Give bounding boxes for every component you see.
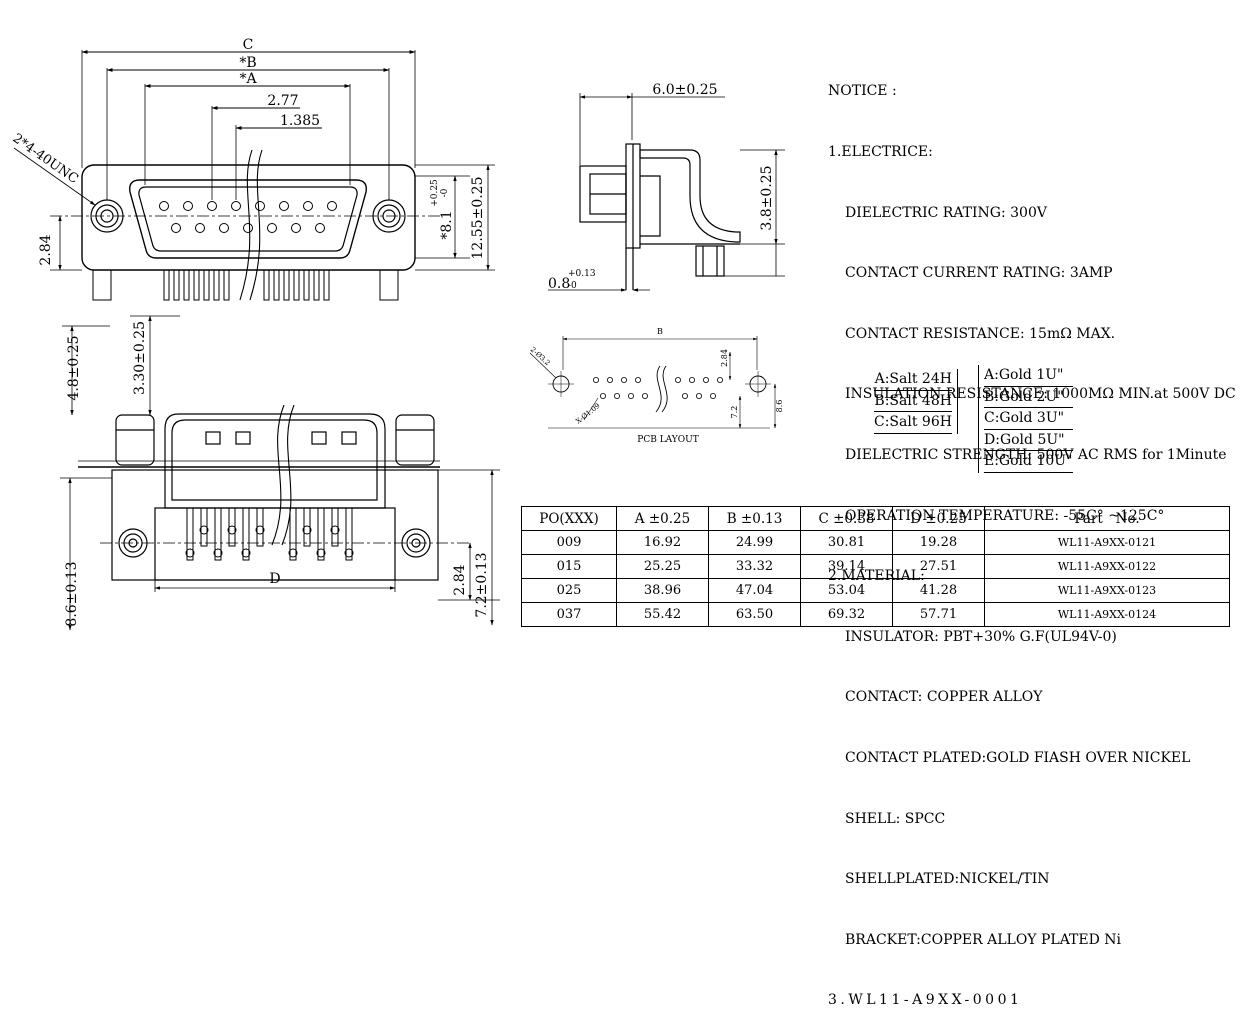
- dim-1-385-label: 1.385: [280, 113, 320, 129]
- notice-line: CONTACT: COPPER ALLOY: [845, 689, 1043, 706]
- table-cell: 39.14: [800, 554, 893, 579]
- gold-option: A:Gold 1U": [984, 365, 1073, 387]
- table-header: A ±0.25: [616, 506, 709, 531]
- thread-label: 2*4-40UNC: [10, 131, 81, 187]
- pcb-layout: [529, 336, 777, 429]
- table-cell: 19.28: [892, 530, 985, 555]
- table-cell: 63.50: [708, 602, 801, 627]
- notice-section-electric: 1.ELECTRICE:: [828, 144, 933, 160]
- dim-0-8-tol-dn: -0: [568, 281, 577, 291]
- notice-line: SHELL: SPCC: [845, 810, 946, 827]
- notice-line: CONTACT PLATED:GOLD FIASH OVER NICKEL: [845, 749, 1191, 766]
- gold-option: E:Gold 10U": [984, 451, 1073, 473]
- dim-2-77-label: 2.77: [267, 93, 298, 109]
- dim-0-8-label: 0.8: [548, 276, 570, 292]
- table-row: 025 38.96 47.04 53.04 41.28 WL11-A9XX-01…: [521, 578, 1230, 603]
- pcb-dim-7-2: 7.2: [730, 406, 739, 419]
- dim-3-8-label: 3.8±0.25: [759, 165, 775, 230]
- part-number-code: 3.WL11-A9XX-0001: [828, 992, 1023, 1009]
- table-cell: 25.25: [616, 554, 709, 579]
- table-cell: 009: [521, 530, 617, 555]
- pcb-hole-pin-label: X-Ø1.09: [574, 402, 601, 426]
- table-header: Part No.: [984, 506, 1230, 531]
- dim-b-label: *B: [239, 55, 256, 71]
- notice-line: INSULATOR: PBT+30% G.F(UL94V-0): [845, 628, 1117, 645]
- pcb-dim-b-label: B: [657, 327, 663, 336]
- dim-4-8-label: 4.8±0.25: [66, 335, 82, 400]
- notice-line: DIELECTRIC RATING: 300V: [845, 204, 1047, 221]
- table-row: 015 25.25 33.32 39.14 27.51 WL11-A9XX-01…: [521, 554, 1230, 579]
- salt-option: A:Salt 24H: [874, 369, 952, 391]
- table-cell: 41.28: [892, 578, 985, 603]
- table-header: D ±0.25: [892, 506, 985, 531]
- dim-6-0-label: 6.0±0.25: [652, 82, 717, 98]
- notice-line: CONTACT RESISTANCE: 15mΩ MAX.: [845, 325, 1116, 342]
- table-cell: 57.71: [892, 602, 985, 627]
- table-cell: 38.96: [616, 578, 709, 603]
- dim-c-label: C: [243, 37, 254, 53]
- table-cell: WL11-A9XX-0122: [984, 554, 1230, 579]
- dim-3-30-label: 3.30±0.25: [132, 321, 148, 395]
- table-cell: 27.51: [892, 554, 985, 579]
- salt-option: B:Salt 48H: [874, 391, 952, 412]
- notice-line: INSULATION RESISTANCE: 1000MΩ MIN.at 500…: [845, 386, 1236, 403]
- table-cell: 53.04: [800, 578, 893, 603]
- table-header-row: PO(XXX) A ±0.25 B ±0.13 C ±0.38 D ±0.25 …: [521, 506, 1230, 531]
- table-cell: 015: [521, 554, 617, 579]
- bottom-view: [60, 315, 500, 631]
- gold-option: D:Gold 5U": [984, 430, 1073, 451]
- table-header: PO(XXX): [521, 506, 617, 531]
- engineering-drawing: C *B *A 2.77 1.385 2*4-40UNC 2.84 *8.1 +…: [10, 37, 785, 631]
- part-table: PO(XXX) A ±0.25 B ±0.13 C ±0.38 D ±0.25 …: [521, 506, 1230, 627]
- table-cell: 025: [521, 578, 617, 603]
- table-cell: WL11-A9XX-0121: [984, 530, 1230, 555]
- notice-line: BRACKET:COPPER ALLOY PLATED Ni: [845, 931, 1122, 948]
- table-row: 037 55.42 63.50 69.32 57.71 WL11-A9XX-01…: [521, 602, 1230, 627]
- dim-0-8-tol-up: +0.13: [568, 269, 596, 279]
- dim-8-1-label: *8.1: [439, 210, 455, 239]
- table-cell: 30.81: [800, 530, 893, 555]
- pcb-dim-2-84: 2.84: [720, 349, 729, 367]
- dim-7-2-label: 7.2±0.13: [474, 552, 490, 617]
- salt-options: A:Salt 24H B:Salt 48H C:Salt 96H: [874, 369, 958, 434]
- gold-options: A:Gold 1U" B:Gold 2U" C:Gold 3U" D:Gold …: [978, 365, 1073, 473]
- notice-line: CONTACT CURRENT RATING: 3AMP: [845, 265, 1113, 282]
- table-cell: 24.99: [708, 530, 801, 555]
- gold-option: C:Gold 3U": [984, 408, 1073, 430]
- table-cell: 33.32: [708, 554, 801, 579]
- table-cell: WL11-A9XX-0123: [984, 578, 1230, 603]
- notice-line: SHELLPLATED:NICKEL/TIN: [845, 871, 1050, 888]
- dim-12-55-label: 12.55±0.25: [470, 177, 486, 260]
- pcb-layout-title: PCB LAYOUT: [637, 435, 698, 445]
- dim-d-label: D: [269, 571, 280, 587]
- table-cell: 037: [521, 602, 617, 627]
- dim-2-84-label: 2.84: [452, 564, 468, 595]
- notice-title: NOTICE :: [828, 83, 897, 100]
- side-view: [548, 93, 785, 292]
- table-cell: 47.04: [708, 578, 801, 603]
- top-view: [13, 50, 495, 301]
- table-cell: WL11-A9XX-0124: [984, 602, 1230, 627]
- dim-8-1-tol-dn: -0: [440, 188, 450, 197]
- dim-a-label: *A: [239, 71, 257, 87]
- table-cell: 69.32: [800, 602, 893, 627]
- pcb-dim-8-6: 8.6: [775, 400, 784, 413]
- table-cell: 16.92: [616, 530, 709, 555]
- table-row: 009 16.92 24.99 30.81 19.28 WL11-A9XX-01…: [521, 530, 1230, 555]
- table-header: B ±0.13: [708, 506, 801, 531]
- salt-option: C:Salt 96H: [874, 412, 952, 434]
- dim-8-6-label: 8.6±0.13: [64, 561, 80, 626]
- table-header: C ±0.38: [800, 506, 893, 531]
- gold-option: B:Gold 2U": [984, 387, 1073, 408]
- table-cell: 55.42: [616, 602, 709, 627]
- pcb-hole-mount-label: 2-Ø3.2: [529, 346, 552, 368]
- dim-8-1-tol-up: +0.25: [430, 179, 440, 207]
- dim-2-84-left-label: 2.84: [38, 234, 54, 265]
